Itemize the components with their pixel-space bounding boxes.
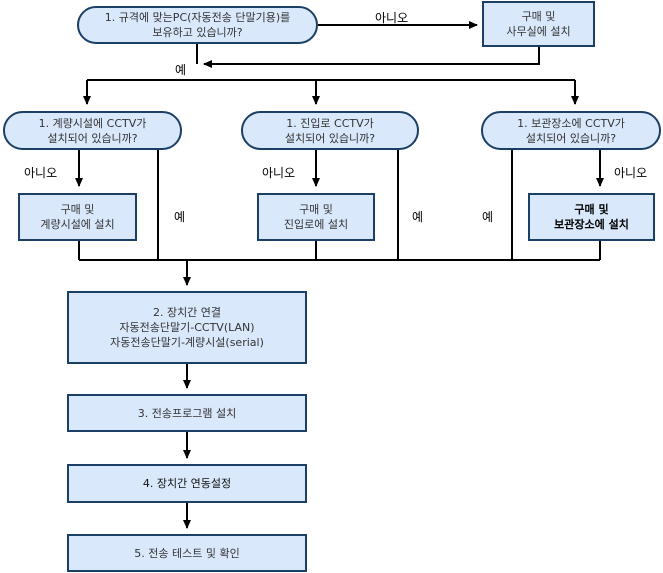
node-step2-connect: 2. 장치간 연결 자동전송단말기-CCTV(LAN) 자동전송단말기-계량시설… — [67, 291, 307, 364]
label-no-entry: 아니오 — [262, 166, 296, 180]
node-q-storage-cctv: 1. 보관장소에 CCTV가 설치되어 있습니까? — [481, 111, 661, 150]
node-step5-test: 5. 전송 테스트 및 확인 — [67, 534, 307, 572]
node-step4-config: 4. 장치간 연동설정 — [67, 464, 307, 503]
node-q1-pc-owned: 1. 규격에 맞는PC(자동전송 단말기용)를 보유하고 있습니까? — [77, 6, 318, 44]
node-q-meas-cctv: 1. 계량시설에 CCTV가 설치되어 있습니까? — [3, 111, 182, 150]
node-buy-entry: 구매 및 진입로에 설치 — [257, 193, 375, 241]
node-step3-install: 3. 전송프로그램 설치 — [67, 394, 307, 432]
edge-office-return — [203, 47, 540, 68]
label-no-meas: 아니오 — [24, 166, 58, 180]
label-no-storage: 아니오 — [614, 166, 648, 180]
node-buy-meas: 구매 및 계량시설에 설치 — [18, 193, 137, 241]
node-buy-office: 구매 및 사무실에 설치 — [482, 1, 595, 47]
label-yes-top: 예 — [175, 63, 187, 77]
node-q-entry-cctv: 1. 진입로 CCTV가 설치되어 있습니까? — [241, 111, 419, 150]
label-no-top: 아니오 — [375, 11, 409, 25]
label-yes-entry: 예 — [412, 210, 424, 224]
node-buy-storage: 구매 및 보관장소에 설치 — [528, 193, 655, 241]
label-yes-meas: 예 — [174, 210, 186, 224]
label-yes-storage: 예 — [482, 210, 494, 224]
